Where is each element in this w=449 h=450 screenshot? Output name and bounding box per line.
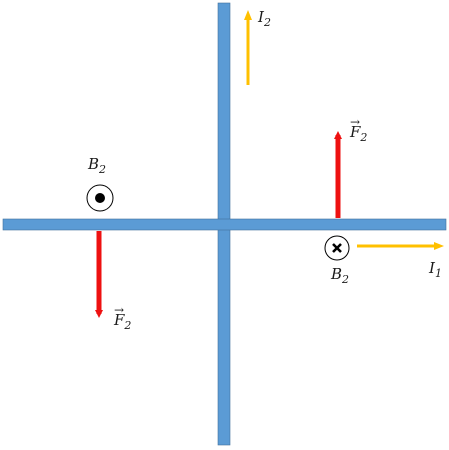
field-into-page-icon bbox=[324, 235, 350, 261]
field-out-of-page-icon bbox=[86, 184, 114, 212]
label-i1: I1 bbox=[428, 259, 442, 280]
label-f2-top-arrow: → bbox=[350, 115, 360, 129]
label-f2-bottom-arrow: → bbox=[114, 303, 124, 317]
label-b2-left: B2 bbox=[87, 155, 106, 176]
horizontal-wire bbox=[2, 218, 447, 231]
label-f2-top: F2 bbox=[349, 123, 367, 144]
label-i2: I2 bbox=[257, 8, 271, 29]
label-f2-bottom: F2 bbox=[113, 311, 131, 332]
label-b2-right: B2 bbox=[330, 265, 349, 286]
